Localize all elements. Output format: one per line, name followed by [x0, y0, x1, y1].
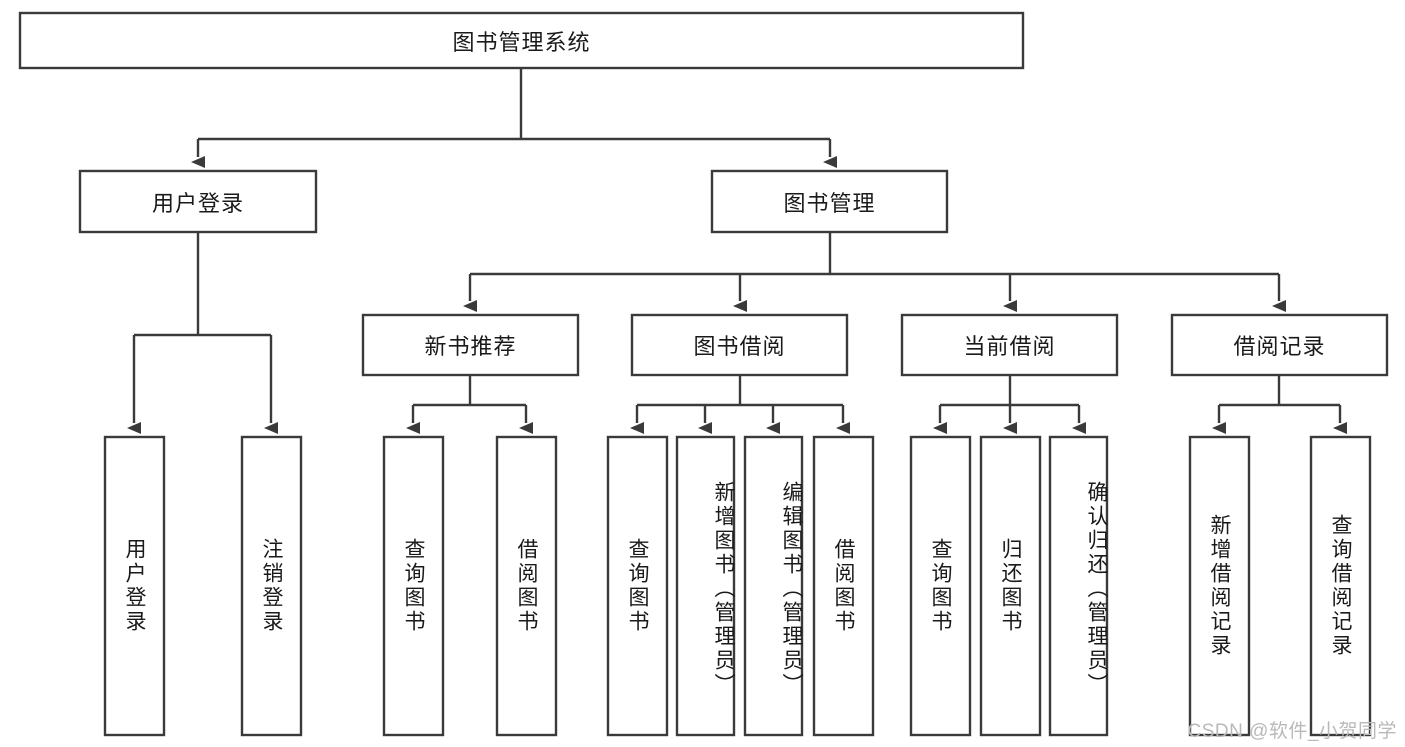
connector-bookmanage-to-level3 [463, 232, 1286, 312]
watermark-text: CSDN @软件_小贺同学 [1187, 721, 1397, 742]
node-leaf-query-book-2[interactable] [606, 435, 669, 737]
node-leaf-borrow-book-2[interactable] [812, 435, 875, 737]
connector-root-to-level2 [191, 68, 837, 168]
node-leaf-query-book-3[interactable] [909, 435, 972, 737]
node-leaf-logout[interactable] [240, 435, 303, 737]
node-new-book-recommend[interactable] [361, 313, 580, 377]
node-book-manage[interactable] [710, 169, 949, 234]
connector-bookborrow-to-leaves [630, 375, 850, 434]
node-leaf-edit-book[interactable] [743, 435, 804, 737]
connector-currentborrow-to-leaves [933, 375, 1086, 434]
node-leaf-confirm-return[interactable] [1048, 435, 1109, 737]
node-leaf-query-record[interactable] [1309, 435, 1372, 737]
node-current-borrow[interactable] [900, 313, 1119, 377]
node-leaf-user-login[interactable] [103, 435, 166, 737]
node-root[interactable] [18, 11, 1025, 70]
connector-borrowrecord-to-leaves [1212, 375, 1347, 434]
node-leaf-add-record[interactable] [1188, 435, 1251, 737]
node-leaf-return-book[interactable] [979, 435, 1042, 737]
node-leaf-add-book[interactable] [675, 435, 736, 737]
node-leaf-borrow-book-1[interactable] [495, 435, 558, 737]
node-leaf-query-book-1[interactable] [382, 435, 445, 737]
connector-userlogin-to-leaves [127, 232, 278, 434]
connector-newbook-to-leaves [406, 375, 533, 434]
node-book-borrow[interactable] [630, 313, 849, 377]
node-borrow-record[interactable] [1170, 313, 1389, 377]
node-user-login[interactable] [78, 169, 318, 234]
